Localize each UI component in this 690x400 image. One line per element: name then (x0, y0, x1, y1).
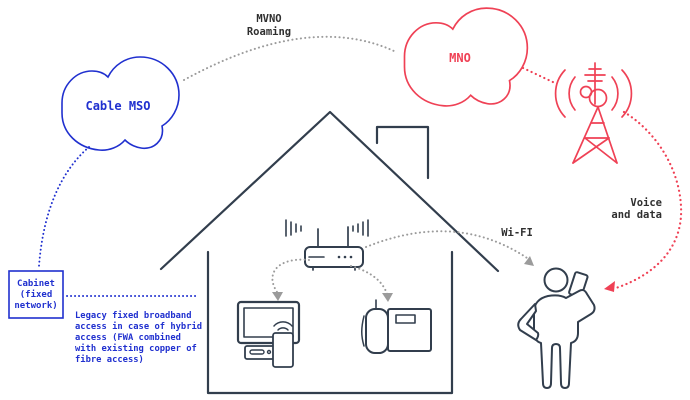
router-to-phone-arc (350, 265, 388, 295)
phone-handset (365, 308, 389, 354)
wifi-router-icon (285, 219, 369, 271)
cable-mso-cloud: Cable MSO (61, 56, 180, 151)
tower-braces (584, 122, 610, 139)
mvno-roaming-label-line1: MVNO (256, 13, 281, 25)
signal-arc-left-inner (568, 76, 576, 111)
tower-cross-braces (572, 137, 618, 164)
mno-cloud: MNO (403, 7, 529, 107)
house-chimney (375, 125, 430, 180)
mno-to-tower-link (521, 66, 557, 85)
voice-data-link: Voice and data (604, 110, 683, 292)
mvno-roaming-link: MVNO Roaming (183, 13, 395, 81)
legacy-note-line2: access in case of hybrid (75, 321, 202, 332)
house-roof (159, 110, 500, 273)
person-arm-akimbo (517, 303, 540, 341)
house-walls (206, 250, 454, 395)
tv-screen (243, 307, 294, 338)
cabinet-label-line3: network) (14, 301, 57, 311)
signal-arc-left-outer (554, 69, 566, 118)
router-led-1 (337, 255, 341, 259)
legacy-note-line3: access (FWA combined (75, 332, 181, 343)
router-led-3 (349, 255, 353, 259)
mno-label: MNO (449, 51, 471, 65)
voice-data-arc (614, 110, 683, 290)
house-icon (159, 110, 500, 395)
tower-dish-large (588, 88, 608, 108)
person-head (543, 267, 569, 293)
tower-antenna-bars (584, 68, 606, 82)
phone-cradle (361, 315, 365, 347)
cabinet-box (8, 270, 64, 319)
voice-data-label-line2: and data (611, 209, 662, 221)
cabinet-label-line2: (fixed (20, 289, 53, 300)
tv-icon (236, 300, 301, 368)
cabinet-label-line1: Cabinet (17, 278, 55, 289)
cloud-to-cabinet-curve (38, 146, 90, 267)
router-to-phone-arrowhead (382, 293, 393, 302)
person-icon (517, 267, 596, 389)
voice-data-label-line1: Voice (630, 197, 662, 209)
wifi-arc-inner (277, 327, 289, 331)
router-to-tv-arc (271, 258, 310, 293)
router-body (304, 246, 364, 268)
signal-arc-right-inner (611, 76, 619, 111)
router-signal-bars-right (352, 219, 369, 237)
mvno-roaming-arc (183, 35, 395, 81)
fixed-network-path: Cabinet (fixed network) (8, 146, 200, 319)
router-signal-bars-left (285, 219, 302, 237)
cable-mso-label: Cable MSO (85, 99, 150, 113)
voice-data-arrowhead (604, 281, 615, 292)
router-to-tv-arrowhead (272, 292, 283, 301)
router-led-2 (343, 255, 347, 259)
router-links: Wi-FI (271, 227, 534, 302)
person-body (533, 289, 596, 389)
legacy-note-line1: Legacy fixed broadband (75, 310, 192, 321)
signal-arc-right-outer (621, 69, 633, 118)
router-to-person-arrowhead (524, 256, 534, 266)
legacy-note: Legacy fixed broadband access in case of… (75, 310, 202, 365)
phone-display (395, 314, 416, 324)
legacy-note-line4: with existing copper of (75, 343, 197, 354)
tower-legs (572, 106, 618, 164)
mvno-roaming-label-line2: Roaming (247, 26, 291, 38)
legacy-note-line5: fibre access) (75, 354, 144, 365)
stb-button (266, 349, 272, 355)
remote-control-icon (272, 332, 294, 368)
cell-tower-icon (554, 62, 633, 164)
remote-body (272, 332, 294, 368)
wifi-arc-outer (273, 321, 293, 327)
stb-slot (249, 349, 265, 355)
desk-phone-icon (361, 299, 432, 354)
wifi-label: Wi-FI (501, 227, 533, 239)
